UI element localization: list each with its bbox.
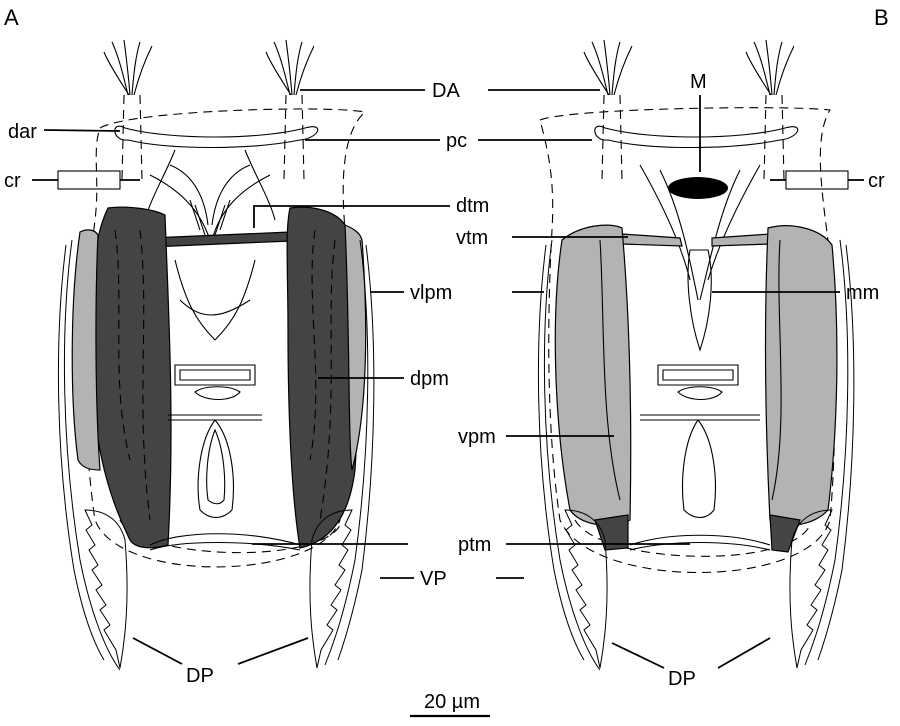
label-vtm: vtm [456, 227, 488, 249]
panel-b-drawing [538, 40, 853, 670]
label-ptm: ptm [458, 534, 491, 556]
label-cr-left: cr [4, 170, 21, 192]
label-cr-right: cr [868, 170, 885, 192]
label-DP-left: DP [186, 665, 214, 687]
label-M: M [690, 71, 707, 93]
panel-label-b: B [874, 5, 889, 30]
label-dtm: dtm [456, 195, 489, 217]
scale-bar: 20 µm [410, 691, 490, 716]
cirri-tuft-b-right [746, 40, 794, 180]
label-pc: pc [446, 130, 467, 152]
label-vpm: vpm [458, 426, 496, 448]
label-DP-right: DP [668, 668, 696, 690]
scale-bar-label: 20 µm [424, 691, 480, 713]
label-VP: VP [420, 568, 447, 590]
cirri-tuft-left [104, 40, 152, 180]
dpm-left [91, 207, 171, 548]
cirri-tuft-right [266, 40, 314, 180]
label-mm: mm [846, 282, 879, 304]
cirri-tuft-b-left [584, 40, 632, 180]
label-dpm: dpm [410, 368, 449, 390]
mouth [668, 177, 728, 199]
label-vlpm: vlpm [410, 282, 452, 304]
label-DA: DA [432, 80, 460, 102]
label-dar: dar [8, 121, 37, 143]
panel-label-a: A [4, 5, 19, 30]
panel-a-drawing [58, 40, 374, 670]
